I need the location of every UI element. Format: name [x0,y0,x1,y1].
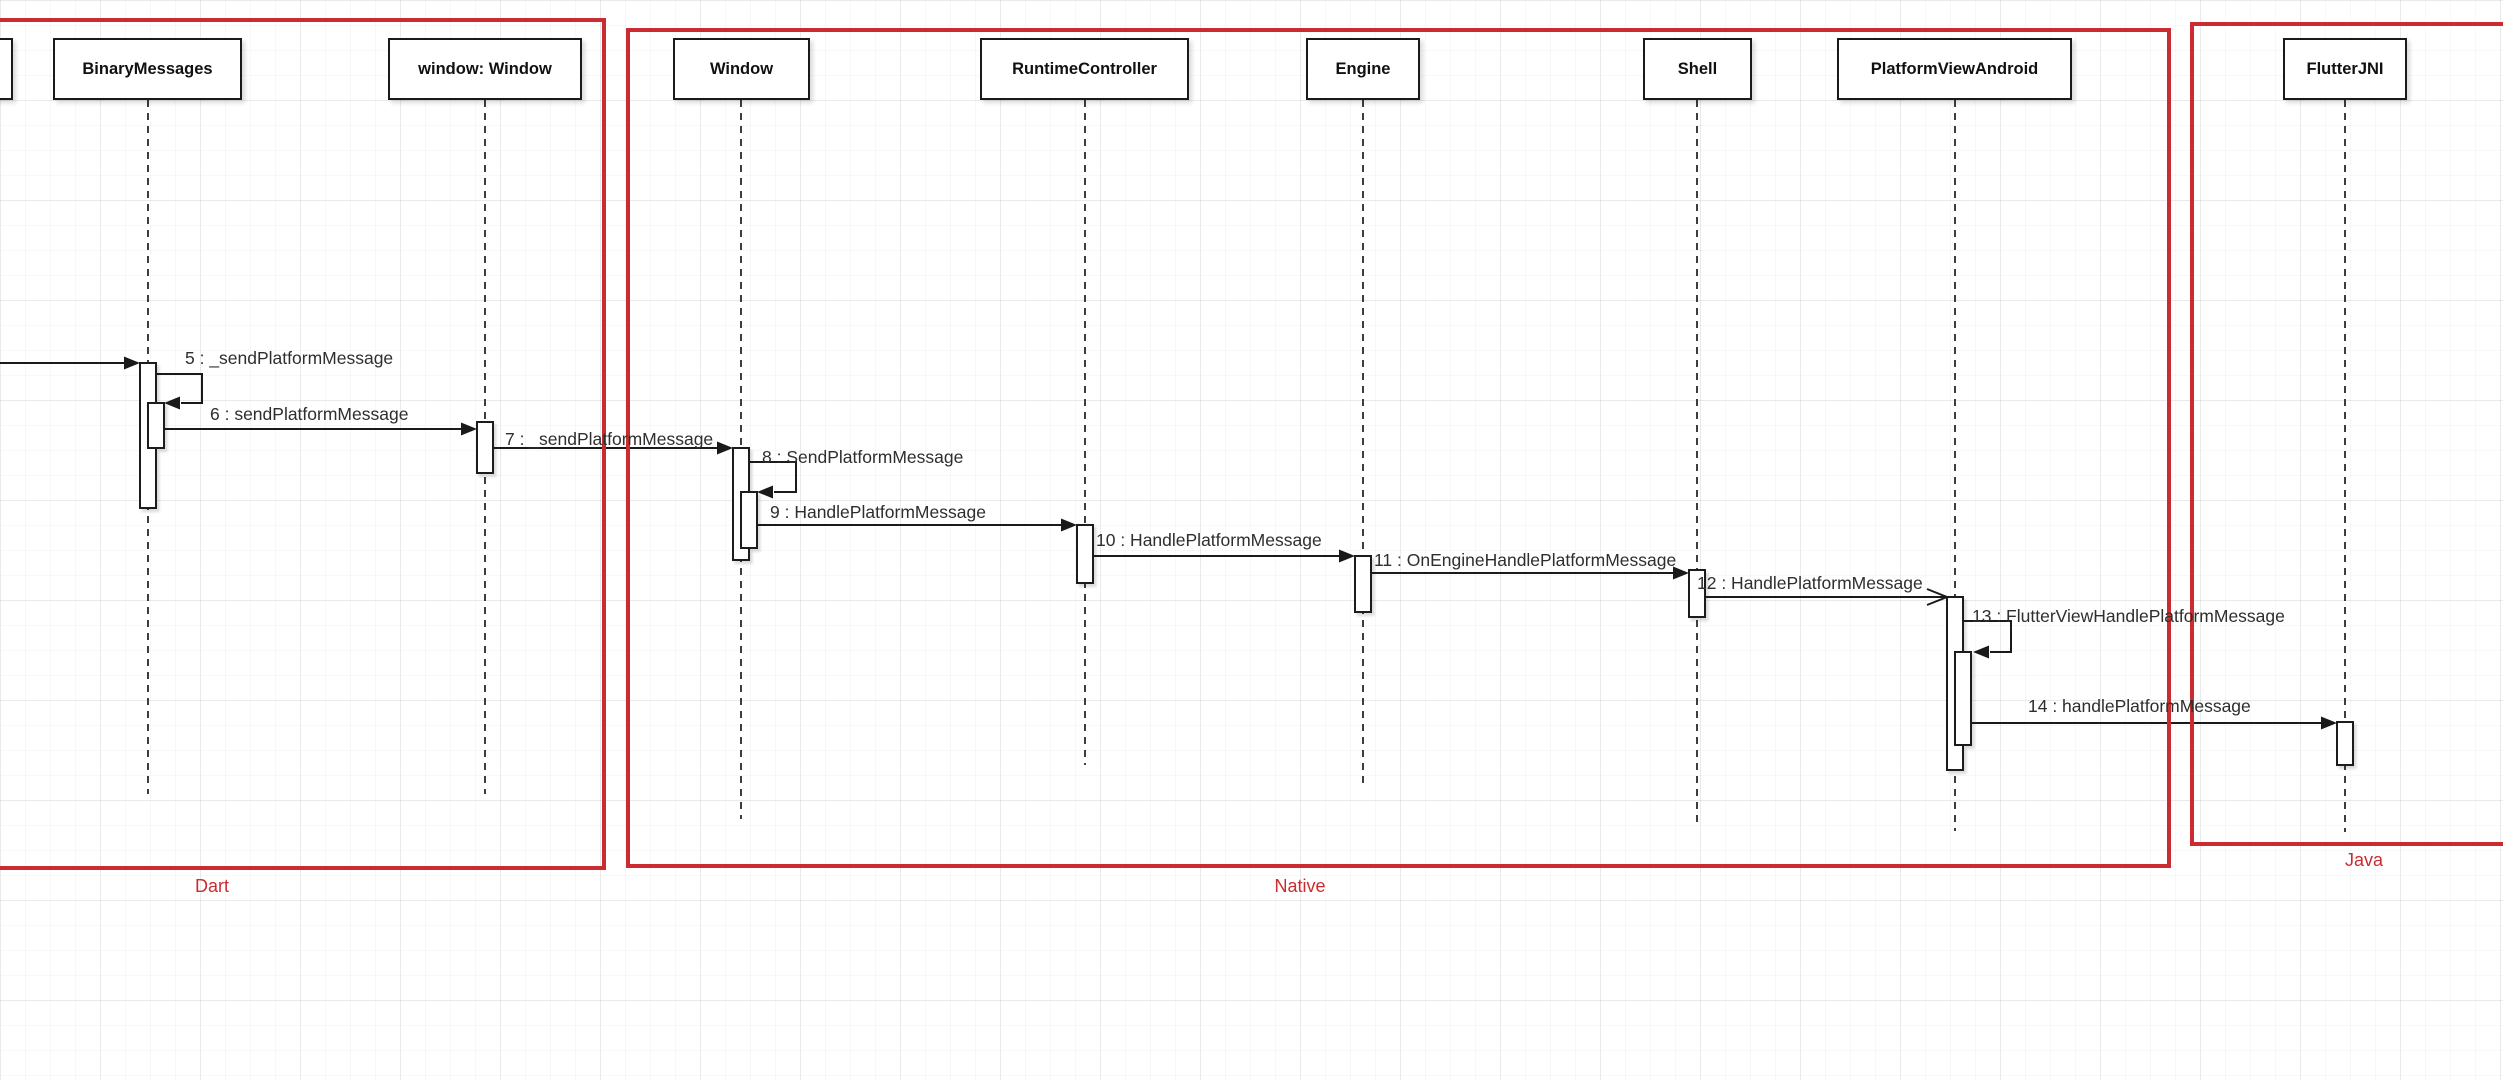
group-frame-dart [0,18,606,870]
message-arrow-12-open [1705,588,1950,606]
activation-platformviewandroid-nested [1954,651,1972,746]
group-label-dart: Dart [194,876,229,896]
group-label-java: Java [2344,850,2384,870]
lifeline-box-runtimecontroller: RuntimeController [980,38,1189,100]
message-arrow-incoming-offscreen [0,356,140,370]
lifeline-box-window-dart: window: Window [388,38,582,100]
lifeline-box-partial-offscreen [0,38,13,100]
message-arrows [0,356,2337,730]
message-arrow-10 [1093,549,1355,563]
lifeline-box-window-native: Window [673,38,810,100]
message-arrow-8-self [749,461,797,499]
activation-window-native-nested [740,491,758,549]
message-label-6: 6 : sendPlatformMessage [210,404,409,424]
message-label-10: 10 : HandlePlatformMessage [1096,530,1322,550]
lifeline-box-binarymessages: BinaryMessages [53,38,242,100]
activation-binarymessages-nested [147,402,165,449]
lifelines-dashed [147,100,2346,832]
message-arrow-11 [1371,566,1689,580]
message-label-7: 7 : _sendPlatformMessage [505,429,714,449]
group-frame-java [2190,22,2503,846]
message-label-12: 12 : HandlePlatformMessage [1697,573,1923,593]
message-arrow-5-self [156,373,203,410]
activation-flutterjni [2336,721,2354,766]
group-label-native: Native [1274,876,1326,896]
group-frame-native [626,28,2171,868]
group-frames [0,18,2503,870]
lifeline-box-engine: Engine [1306,38,1420,100]
message-label-13: 13 : FlutterViewHandlePlatformMessage [1972,606,2285,626]
lifeline-box-shell: Shell [1643,38,1752,100]
message-label-9: 9 : HandlePlatformMessage [770,502,986,522]
activation-engine [1354,555,1372,613]
activation-bars [139,362,2354,771]
activation-shell [1688,569,1706,618]
message-label-11: 11 : OnEngineHandlePlatformMessage [1374,550,1677,570]
message-arrow-9 [757,518,1077,532]
message-arrow-14 [1971,716,2337,730]
lifeline-box-flutterjni: FlutterJNI [2283,38,2407,100]
message-arrow-6 [164,422,477,436]
activation-window-dart [476,421,494,474]
message-label-5: 5 : _sendPlatformMessage [185,348,394,368]
message-label-8: 8 : SendPlatformMessage [762,447,964,467]
message-arrow-13-self [1963,620,2012,659]
activation-runtimecontroller [1076,524,1094,584]
message-label-14: 14 : handlePlatformMessage [2028,696,2251,716]
lifeline-box-platformviewandroid: PlatformViewAndroid [1837,38,2072,100]
